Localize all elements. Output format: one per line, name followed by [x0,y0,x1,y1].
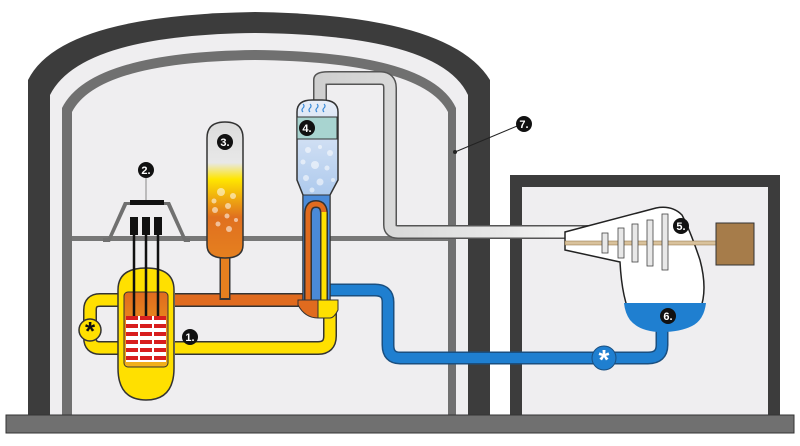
ground-slab [5,414,795,434]
svg-text:*: * [85,316,96,346]
snowflake-pump-icon: * [591,344,617,375]
label-7-text: 7. [519,119,528,131]
label-5: 5. [673,218,689,234]
turbine-condenser [564,206,755,332]
control-rod-drive [103,170,190,316]
fuel-assemblies [126,316,166,362]
label-7: 7. [516,116,532,132]
generator [715,222,755,266]
label-1-text: 1. [185,332,194,344]
label-4: 4. [299,120,315,136]
label-4-text: 4. [302,123,311,135]
label-2-text: 2. [141,165,150,177]
steam-wave-icon [301,103,326,113]
steam-generator [296,99,339,319]
pressurizer [206,121,244,259]
asterisk-pump-icon: * [78,316,102,346]
floor-divider [72,236,448,241]
svg-text:*: * [599,344,610,375]
label-6: 6. [660,308,676,324]
label-3: 3. [217,134,233,150]
label-1: 1. [182,329,198,345]
label-5-text: 5. [676,221,685,233]
label-2: 2. [138,162,154,178]
label-3-text: 3. [220,137,229,149]
label-6-text: 6. [663,311,672,323]
